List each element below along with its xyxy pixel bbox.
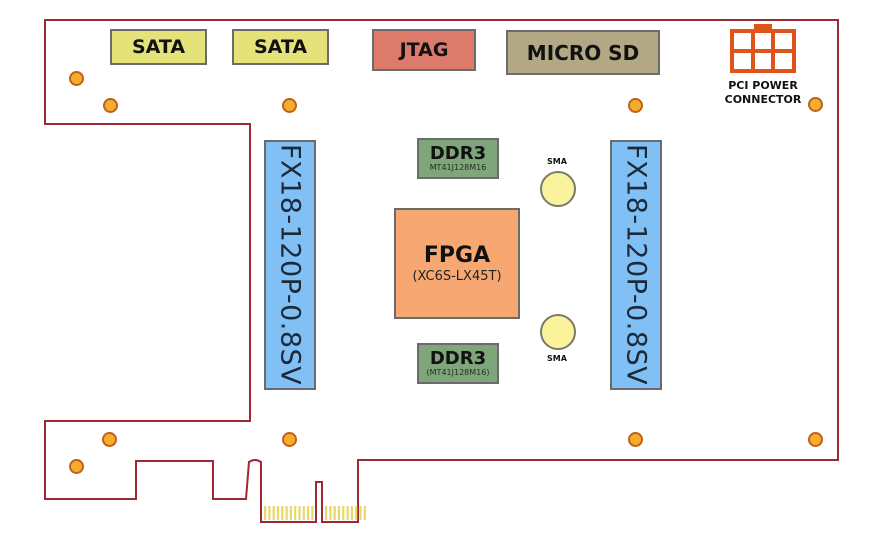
gold-finger-contact (268, 506, 271, 520)
gold-finger-contact (355, 506, 358, 520)
gold-finger-contact (337, 506, 341, 520)
pcb-edge (44, 19, 839, 523)
ddr3-part: (MT41J128M16) (426, 368, 490, 377)
mount-hole (282, 98, 297, 113)
sata-connector-1: SATA (110, 29, 207, 65)
pci-power-label-line2: CONNECTOR (724, 93, 802, 106)
fpga-part: (XC6S-LX45T) (412, 269, 502, 284)
mount-hole (69, 459, 84, 474)
gold-finger-contact (311, 506, 314, 520)
mount-hole (69, 71, 84, 86)
mount-hole (628, 432, 643, 447)
ddr3-part: MT41J128M16 (429, 163, 487, 172)
fx18-label: FX18-120P-0.8SV (620, 144, 652, 386)
gold-finger-contact (350, 506, 353, 520)
ddr3-chip-bottom: DDR3 (MT41J128M16) (417, 343, 499, 384)
fpga-label: FPGA (423, 243, 491, 268)
fpga-chip: FPGA (XC6S-LX45T) (394, 208, 520, 319)
jtag-connector: JTAG (372, 29, 476, 71)
ddr3-label: DDR3 (429, 143, 487, 164)
gold-finger-contact (272, 506, 275, 520)
gold-finger-contact (329, 506, 332, 520)
gold-finger-contact (302, 506, 305, 520)
fx18-connector-right: FX18-120P-0.8SV (610, 140, 662, 390)
gold-finger-contact (342, 506, 345, 520)
pci-power-label: PCI POWER CONNECTOR (718, 79, 808, 107)
sma-label-bottom: SMA (547, 354, 567, 363)
mount-hole (808, 432, 823, 447)
ddr3-label: DDR3 (429, 348, 487, 369)
mount-hole (103, 98, 118, 113)
fx18-connector-left: FX18-120P-0.8SV (264, 140, 316, 390)
gold-finger-contact (294, 506, 297, 520)
gold-finger-contact (285, 506, 288, 520)
gold-finger-contact (307, 506, 310, 520)
gold-finger-contact (298, 506, 301, 520)
fx18-label: FX18-120P-0.8SV (274, 144, 306, 386)
ddr3-chip-top: DDR3 MT41J128M16 (417, 138, 499, 179)
gold-finger-contact (363, 506, 366, 520)
sma-label-top: SMA (547, 157, 567, 166)
mount-hole (628, 98, 643, 113)
gold-finger-contact (264, 506, 267, 520)
sma-connector-bottom (540, 314, 576, 350)
gold-finger-contact (359, 506, 362, 520)
gold-finger-contact (333, 506, 336, 520)
gold-finger-contact (276, 506, 280, 520)
sata-connector-2: SATA (232, 29, 329, 65)
pci-power-label-line1: PCI POWER (728, 79, 798, 92)
microsd-label: MICRO SD (526, 40, 640, 65)
sata-label: SATA (253, 36, 308, 58)
gold-finger-contact (281, 506, 284, 520)
mount-hole (102, 432, 117, 447)
gold-finger-contact (289, 506, 292, 520)
microsd-connector: MICRO SD (506, 30, 660, 75)
jtag-label: JTAG (399, 39, 449, 61)
sata-label: SATA (131, 36, 186, 58)
mount-hole (282, 432, 297, 447)
gold-fingers (264, 506, 366, 520)
mount-hole (808, 97, 823, 112)
gold-finger-contact (346, 506, 349, 520)
gold-finger-contact (325, 506, 328, 520)
sma-connector-top (540, 171, 576, 207)
